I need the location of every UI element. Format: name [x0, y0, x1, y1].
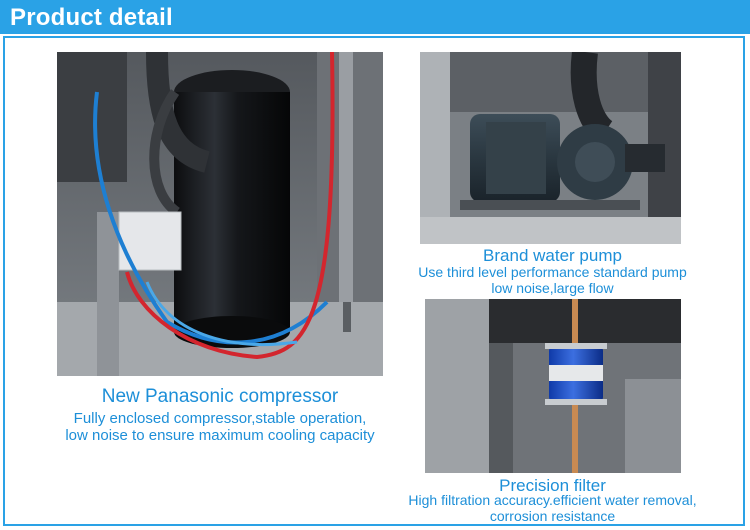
filter-title: Precision filter	[499, 476, 606, 495]
pump-desc-line-1: Use third level performance standard pum…	[418, 264, 687, 280]
filter-desc-line-1: High filtration accuracy.efficient water…	[408, 492, 697, 508]
compressor-title: New Panasonic compressor	[101, 386, 339, 407]
pump-title: Brand water pump	[483, 246, 622, 265]
page-title: Product detail	[10, 4, 173, 31]
filter-photo	[425, 299, 681, 473]
compressor-desc-line-1: Fully enclosed compressor,stable operati…	[73, 410, 367, 427]
compressor-desc-line-2: low noise to ensure maximum cooling capa…	[65, 427, 375, 444]
pump-photo	[420, 52, 681, 244]
filter-illustration	[425, 299, 681, 473]
pump-illustration	[420, 52, 681, 244]
pump-desc-line-2: low noise,large flow	[491, 280, 614, 296]
compressor-illustration	[57, 52, 383, 376]
compressor-photo	[57, 52, 383, 376]
filter-desc-line-2: corrosion resistance	[489, 508, 616, 524]
header-bar: Product detail	[0, 0, 750, 34]
